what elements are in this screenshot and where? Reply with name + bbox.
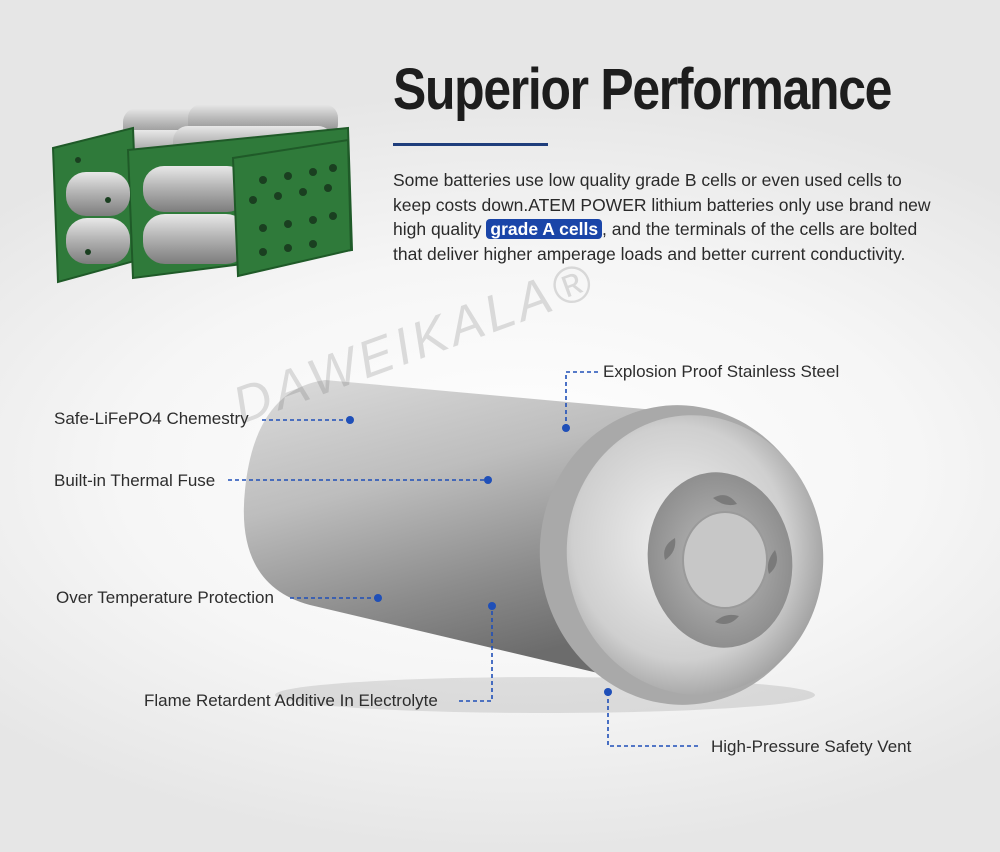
callout-explosion-proof: Explosion Proof Stainless Steel [603, 362, 840, 381]
grade-a-highlight: grade A cells [486, 219, 603, 239]
callout-thermal-fuse: Built-in Thermal Fuse [54, 471, 216, 490]
title-underline [393, 143, 548, 146]
callout-over-temperature: Over Temperature Protection [56, 588, 274, 607]
description-paragraph: Some batteries use low quality grade B c… [393, 168, 933, 266]
page-title: Superior Performance [393, 57, 892, 122]
callout-flame-retardent: Flame Retardent Additive In Electrolyte [144, 691, 438, 710]
description-text-after: , and the terminals of the cells are bol… [393, 219, 918, 264]
callout-chemistry: Safe-LiFePO4 Chemestry [54, 409, 249, 428]
description-text-before: Some batteries use low quality grade B c… [393, 170, 931, 239]
battery-pack-image [51, 104, 354, 284]
callout-safety-vent: High-Pressure Safety Vent [711, 737, 912, 756]
battery-cell-image [243, 380, 824, 713]
